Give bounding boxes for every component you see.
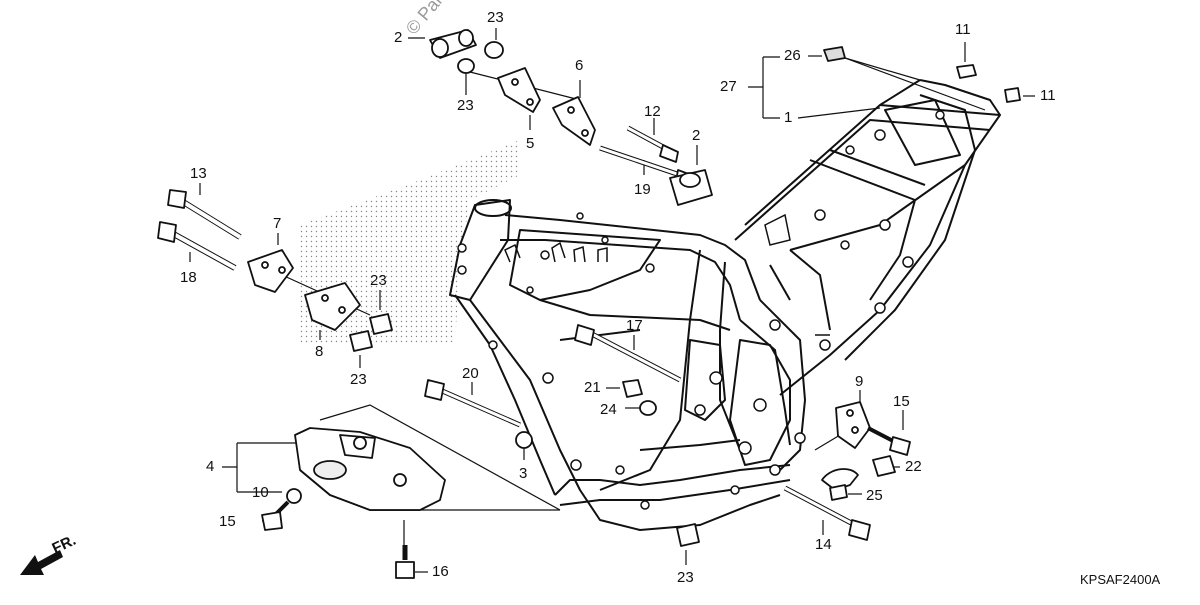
bolt-20 (424, 379, 522, 428)
callout-19: 19 (634, 181, 651, 198)
callout-15-right: 15 (893, 393, 910, 410)
callout-27: 27 (720, 78, 737, 95)
hanger-plate-6 (552, 96, 596, 146)
bracket-7 (247, 249, 294, 293)
bracket-9 (835, 401, 871, 449)
callout-25: 25 (866, 487, 883, 504)
seat-rubber-26 (823, 46, 846, 62)
bolt-18 (157, 221, 237, 271)
collar-23-a (484, 41, 504, 59)
callout-22: 22 (905, 458, 922, 475)
callout-9: 9 (855, 373, 864, 390)
nut-11-top (956, 64, 977, 79)
diagram-reference-code: KPSAF2400A (1080, 572, 1161, 587)
callout-20: 20 (462, 365, 479, 382)
nut-22 (872, 455, 896, 477)
bolt-17 (574, 324, 682, 383)
bolt-16 (395, 545, 415, 579)
frame-mount-tabs (457, 110, 945, 510)
callout-11-right: 11 (1040, 87, 1056, 104)
bracket-8 (304, 282, 361, 331)
collar-10 (286, 488, 302, 504)
callout-2-right: 2 (692, 127, 701, 144)
callout-1: 1 (784, 109, 793, 126)
bolt-14 (783, 485, 871, 541)
callout-23-top: 23 (487, 9, 504, 26)
callout-2-top: 2 (394, 29, 403, 46)
nut-11-right (1004, 87, 1021, 103)
bolt-12 (626, 125, 679, 163)
callout-13: 13 (190, 165, 207, 182)
nut-23-d (349, 330, 373, 352)
callout-12: 12 (644, 103, 661, 120)
bolt-13 (167, 189, 242, 240)
callout-7: 7 (273, 215, 282, 232)
callout-23-top-left: 23 (457, 97, 474, 114)
callout-15-left: 15 (219, 513, 236, 530)
callout-23-bottom: 23 (677, 569, 694, 586)
bolt-15-left (261, 500, 290, 531)
hanger-plate-5 (497, 67, 541, 113)
callout-17: 17 (626, 317, 643, 334)
front-direction-arrow (20, 550, 63, 575)
callout-3: 3 (519, 465, 528, 482)
frame-hooks (504, 213, 830, 336)
callout-8: 8 (315, 343, 324, 360)
callout-10: 10 (252, 484, 269, 501)
clamp-2-right (669, 169, 713, 206)
skid-guard-4 (294, 427, 446, 511)
callout-24: 24 (600, 401, 617, 418)
nut-21 (622, 379, 643, 398)
callout-23-left-lower: 23 (350, 371, 367, 388)
callout-23-left-upper: 23 (370, 272, 387, 289)
callout-14: 14 (815, 536, 832, 553)
callout-5: 5 (526, 135, 535, 152)
bolt-15-right (867, 426, 911, 456)
callout-18: 18 (180, 269, 197, 286)
cable-clip-25 (821, 468, 859, 491)
main-frame (449, 79, 1001, 531)
separate-parts (157, 29, 1021, 579)
nut-23-e (676, 523, 700, 547)
nut-23-c (369, 313, 393, 335)
callout-16: 16 (432, 563, 449, 580)
callout-4: 4 (206, 458, 215, 475)
washer-24 (639, 400, 657, 416)
engine-shadow-region (300, 140, 520, 345)
callout-11-top: 11 (955, 21, 971, 38)
callout-6: 6 (575, 57, 584, 74)
collar-3 (515, 431, 533, 449)
callout-26: 26 (784, 47, 801, 64)
clamp-2-top (429, 29, 477, 59)
callout-21: 21 (584, 379, 601, 396)
collar-23-b (457, 58, 475, 74)
